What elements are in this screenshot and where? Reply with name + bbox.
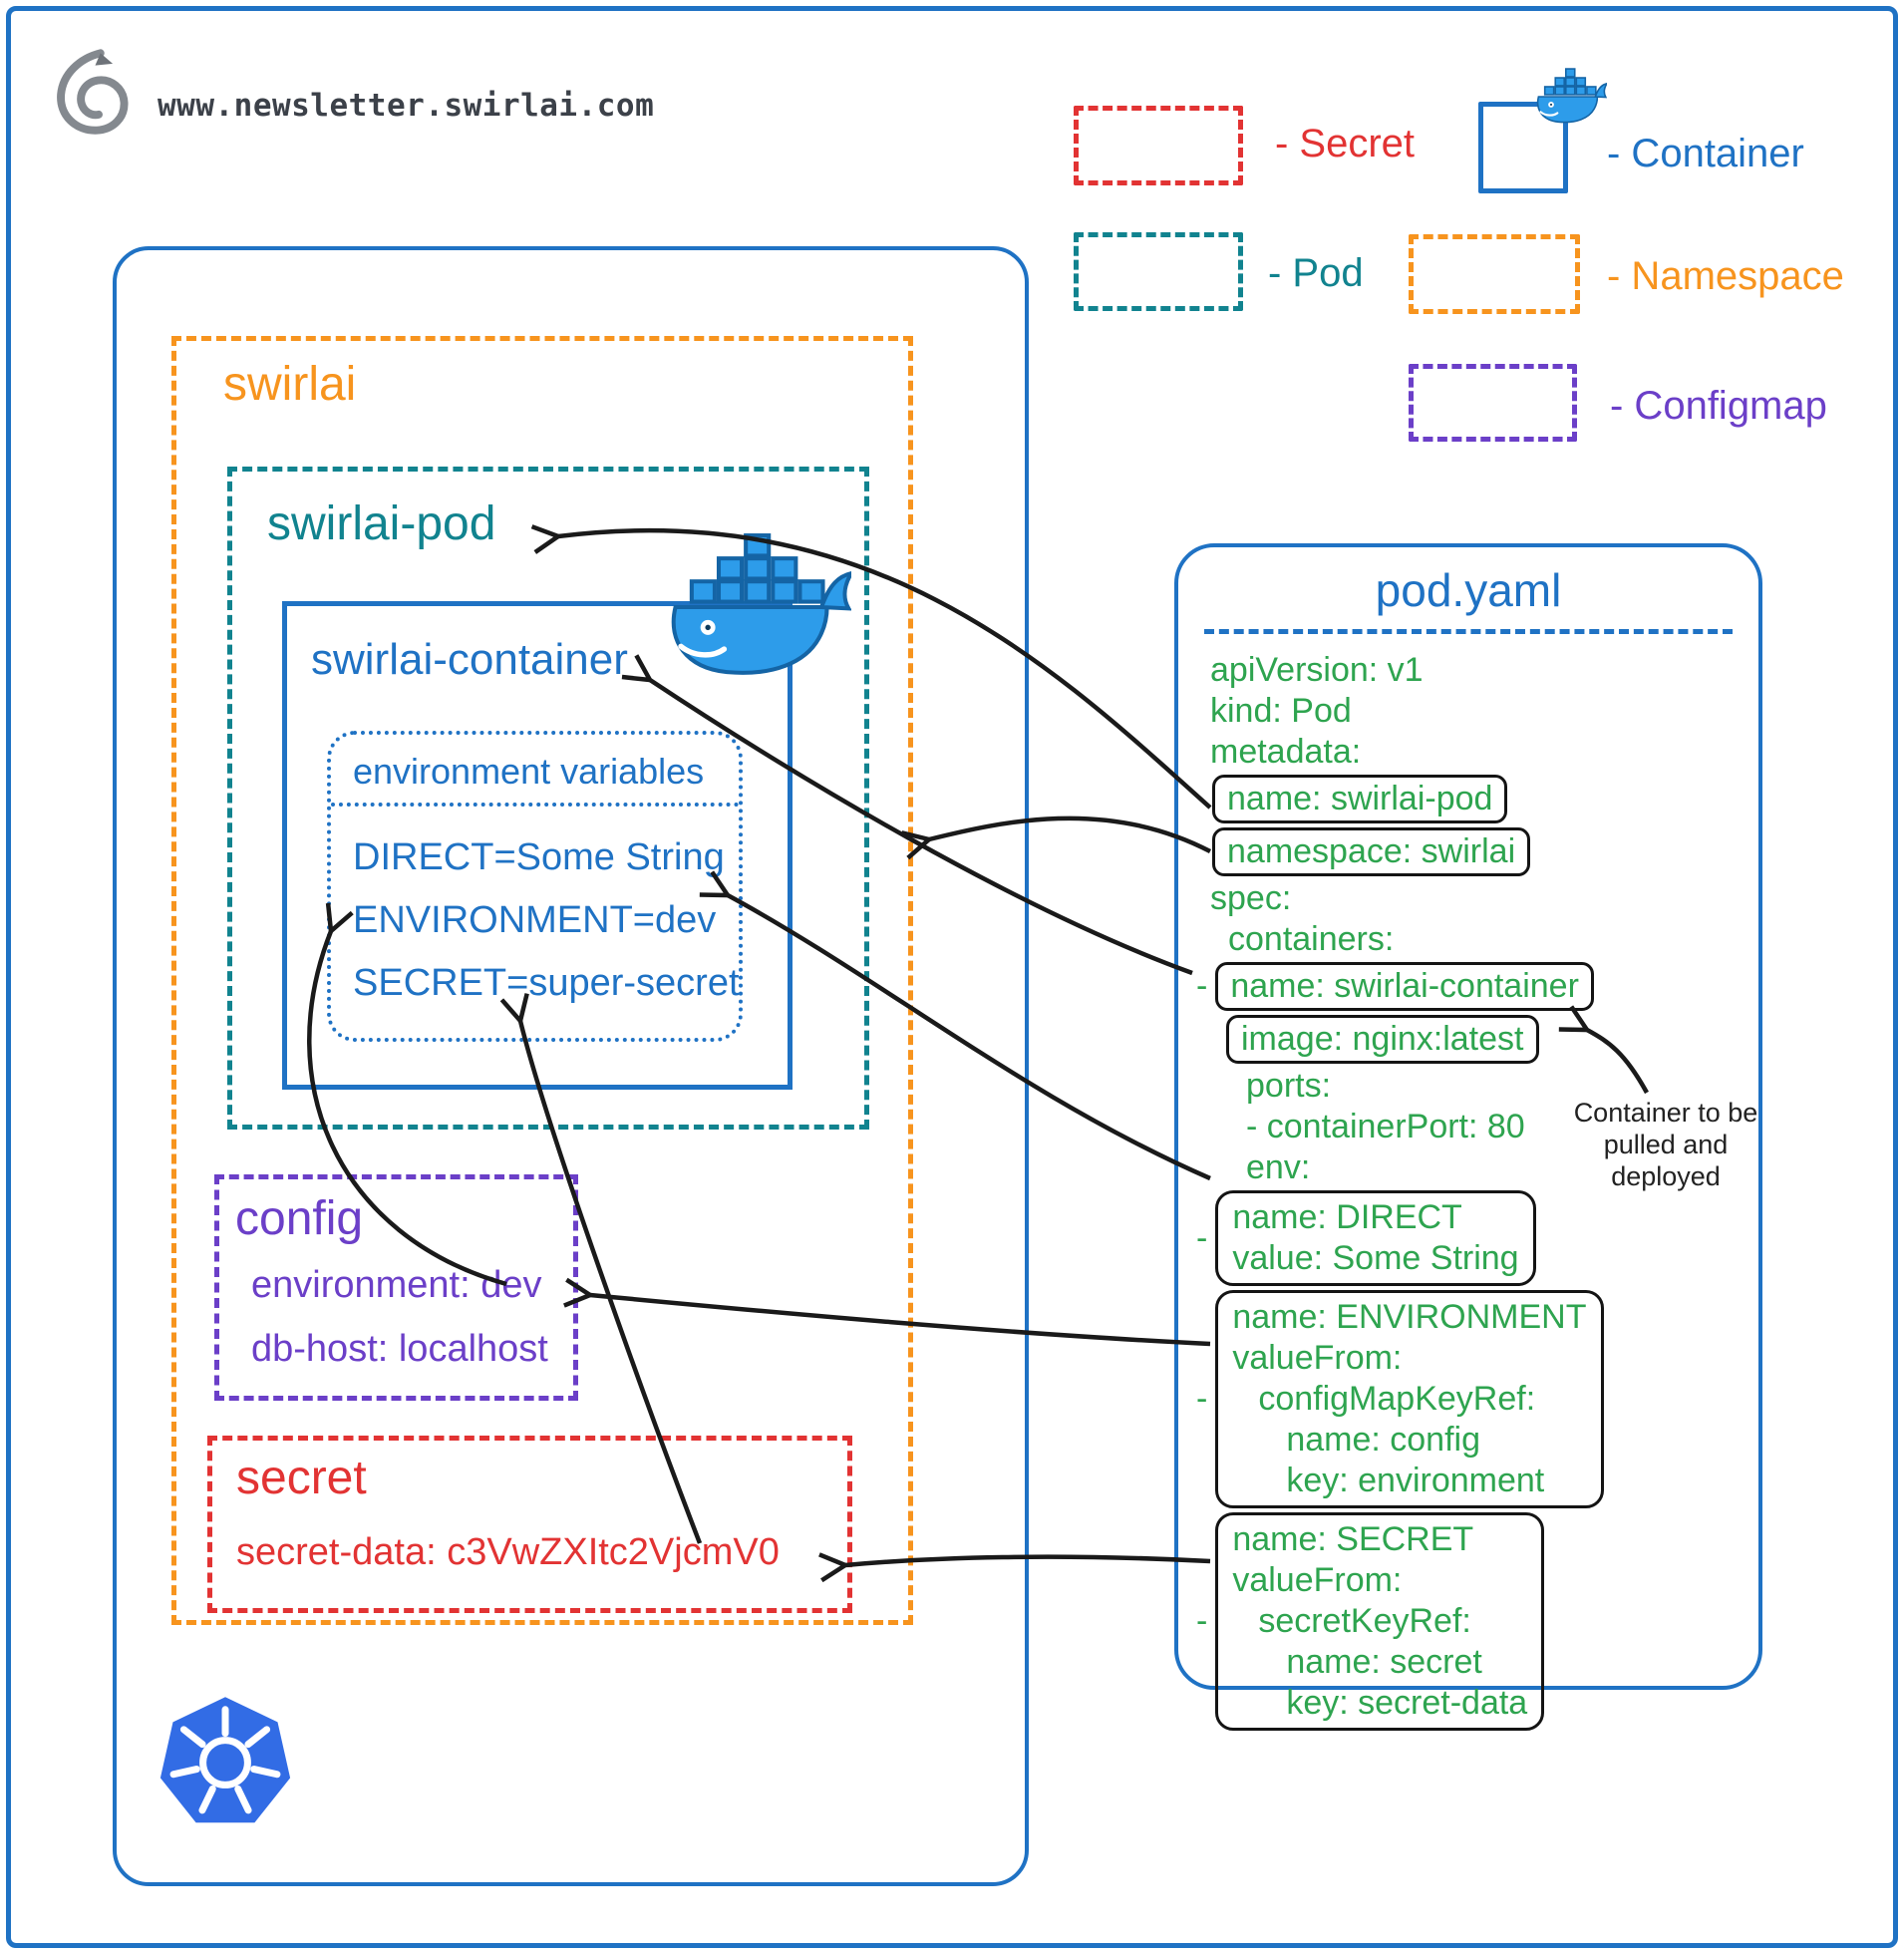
yaml-dash: - bbox=[1196, 1218, 1208, 1257]
environment-variables-box: environment variables DIRECT=Some String… bbox=[327, 731, 743, 1042]
yaml-line-secret-ref-key: key: secret-data bbox=[1286, 1684, 1528, 1722]
yaml-name-container-highlight: name: swirlai-container bbox=[1215, 962, 1594, 1011]
yaml-line-ports: ports: bbox=[1246, 1067, 1332, 1105]
yaml-row-direct: - name: DIRECT value: Some String bbox=[1196, 1188, 1758, 1288]
yaml-line-secret-name: name: SECRET bbox=[1232, 1520, 1474, 1558]
legend-container-swatch bbox=[1478, 102, 1568, 193]
pod-label: swirlai-pod bbox=[267, 497, 496, 550]
yaml-line-configmapkeyref: configMapKeyRef: bbox=[1258, 1380, 1536, 1418]
swirl-logo-icon bbox=[55, 46, 143, 138]
legend-namespace-swatch bbox=[1409, 234, 1580, 314]
env-var-environment: ENVIRONMENT=dev bbox=[353, 899, 717, 941]
yaml-line-metadata: metadata: bbox=[1210, 733, 1362, 771]
secret-title: secret bbox=[236, 1452, 367, 1504]
yaml-line-env-valuefrom: valueFrom: bbox=[1232, 1339, 1403, 1377]
yaml-line-direct-name: name: DIRECT bbox=[1232, 1198, 1462, 1236]
legend-configmap-swatch bbox=[1409, 364, 1577, 442]
container-label: swirlai-container bbox=[311, 635, 628, 684]
environment-variables-list: DIRECT=Some String ENVIRONMENT=dev SECRE… bbox=[331, 807, 740, 1005]
yaml-row-namespace: namespace: swirlai bbox=[1212, 825, 1758, 878]
yaml-dash: - bbox=[1196, 967, 1208, 1005]
legend-secret-label: - Secret bbox=[1275, 122, 1416, 165]
annotation-line: pulled and bbox=[1603, 1130, 1729, 1159]
site-url: www.newsletter.swirlai.com bbox=[158, 88, 655, 124]
yaml-row-environment: - name: ENVIRONMENT valueFrom: configMap… bbox=[1196, 1288, 1758, 1510]
legend-configmap-label: - Configmap bbox=[1610, 384, 1827, 428]
yaml-dash: - bbox=[1196, 1602, 1208, 1640]
namespace-label: swirlai bbox=[223, 358, 357, 411]
yaml-row-image: image: nginx:latest bbox=[1226, 1013, 1758, 1066]
pod-yaml-title: pod.yaml bbox=[1375, 564, 1562, 616]
yaml-line-secret-ref-name: name: secret bbox=[1286, 1643, 1482, 1681]
yaml-line-env-ref-name: name: config bbox=[1286, 1421, 1480, 1459]
docker-whale-icon bbox=[1533, 68, 1607, 126]
annotation-line: Container to be bbox=[1573, 1098, 1758, 1128]
yaml-line-spec: spec: bbox=[1210, 879, 1292, 917]
yaml-row-name-pod: name: swirlai-pod bbox=[1212, 773, 1758, 825]
legend-container-label: - Container bbox=[1607, 132, 1804, 175]
yaml-line-secretkeyref: secretKeyRef: bbox=[1258, 1602, 1471, 1640]
yaml-dash: - bbox=[1196, 1380, 1208, 1418]
legend-namespace-label: - Namespace bbox=[1607, 254, 1844, 298]
yaml-environment-highlight: name: ENVIRONMENT valueFrom: configMapKe… bbox=[1215, 1290, 1604, 1508]
yaml-line-secret-valuefrom: valueFrom: bbox=[1232, 1561, 1403, 1599]
pod-yaml-divider bbox=[1204, 629, 1733, 634]
annotation-line: deployed bbox=[1611, 1161, 1721, 1191]
env-var-direct: DIRECT=Some String bbox=[353, 836, 725, 878]
container-pull-annotation: Container to be pulled and deployed bbox=[1566, 1097, 1765, 1192]
yaml-name-pod-highlight: name: swirlai-pod bbox=[1212, 775, 1508, 823]
env-var-secret: SECRET=super-secret bbox=[353, 962, 740, 1004]
yaml-secret-highlight: name: SECRET valueFrom: secretKeyRef: na… bbox=[1215, 1512, 1545, 1731]
yaml-line-apiversion: apiVersion: v1 bbox=[1210, 651, 1424, 689]
yaml-line-kind: kind: Pod bbox=[1210, 692, 1352, 730]
yaml-line-direct-value: value: Some String bbox=[1232, 1239, 1519, 1277]
yaml-row-secret: - name: SECRET valueFrom: secretKeyRef: … bbox=[1196, 1510, 1758, 1733]
yaml-line-env-name: name: ENVIRONMENT bbox=[1232, 1298, 1587, 1336]
configmap-title: config bbox=[235, 1192, 364, 1245]
yaml-direct-highlight: name: DIRECT value: Some String bbox=[1215, 1190, 1536, 1286]
yaml-line-containers: containers: bbox=[1228, 920, 1395, 958]
docker-whale-icon bbox=[662, 532, 851, 682]
legend-pod-label: - Pod bbox=[1268, 251, 1364, 295]
configmap-entry-environment: environment: dev bbox=[251, 1264, 542, 1306]
legend-pod-swatch bbox=[1074, 232, 1243, 311]
yaml-line-env-ref-key: key: environment bbox=[1286, 1462, 1545, 1499]
configmap-entry-dbhost: db-host: localhost bbox=[251, 1328, 548, 1370]
pod-yaml-panel: pod.yaml apiVersion: v1 kind: Pod metada… bbox=[1174, 543, 1762, 1731]
environment-variables-title: environment variables bbox=[331, 735, 739, 807]
yaml-row-name-container: - name: swirlai-container bbox=[1196, 960, 1758, 1013]
configmap-box: config environment: dev db-host: localho… bbox=[214, 1174, 578, 1401]
yaml-image-highlight: image: nginx:latest bbox=[1226, 1015, 1539, 1064]
yaml-namespace-highlight: namespace: swirlai bbox=[1212, 827, 1531, 876]
secret-box: secret secret-data: c3VwZXItc2VjcmV0 bbox=[207, 1436, 852, 1613]
yaml-line-containerport: - containerPort: 80 bbox=[1246, 1108, 1525, 1145]
legend-secret-swatch bbox=[1074, 106, 1243, 185]
kubernetes-wheel-icon bbox=[156, 1693, 295, 1832]
secret-entry-data: secret-data: c3VwZXItc2VjcmV0 bbox=[236, 1531, 780, 1573]
yaml-line-env: env: bbox=[1246, 1148, 1311, 1186]
page-border bbox=[6, 6, 1898, 1948]
pod-yaml-body: apiVersion: v1 kind: Pod metadata: name:… bbox=[1178, 634, 1758, 1733]
